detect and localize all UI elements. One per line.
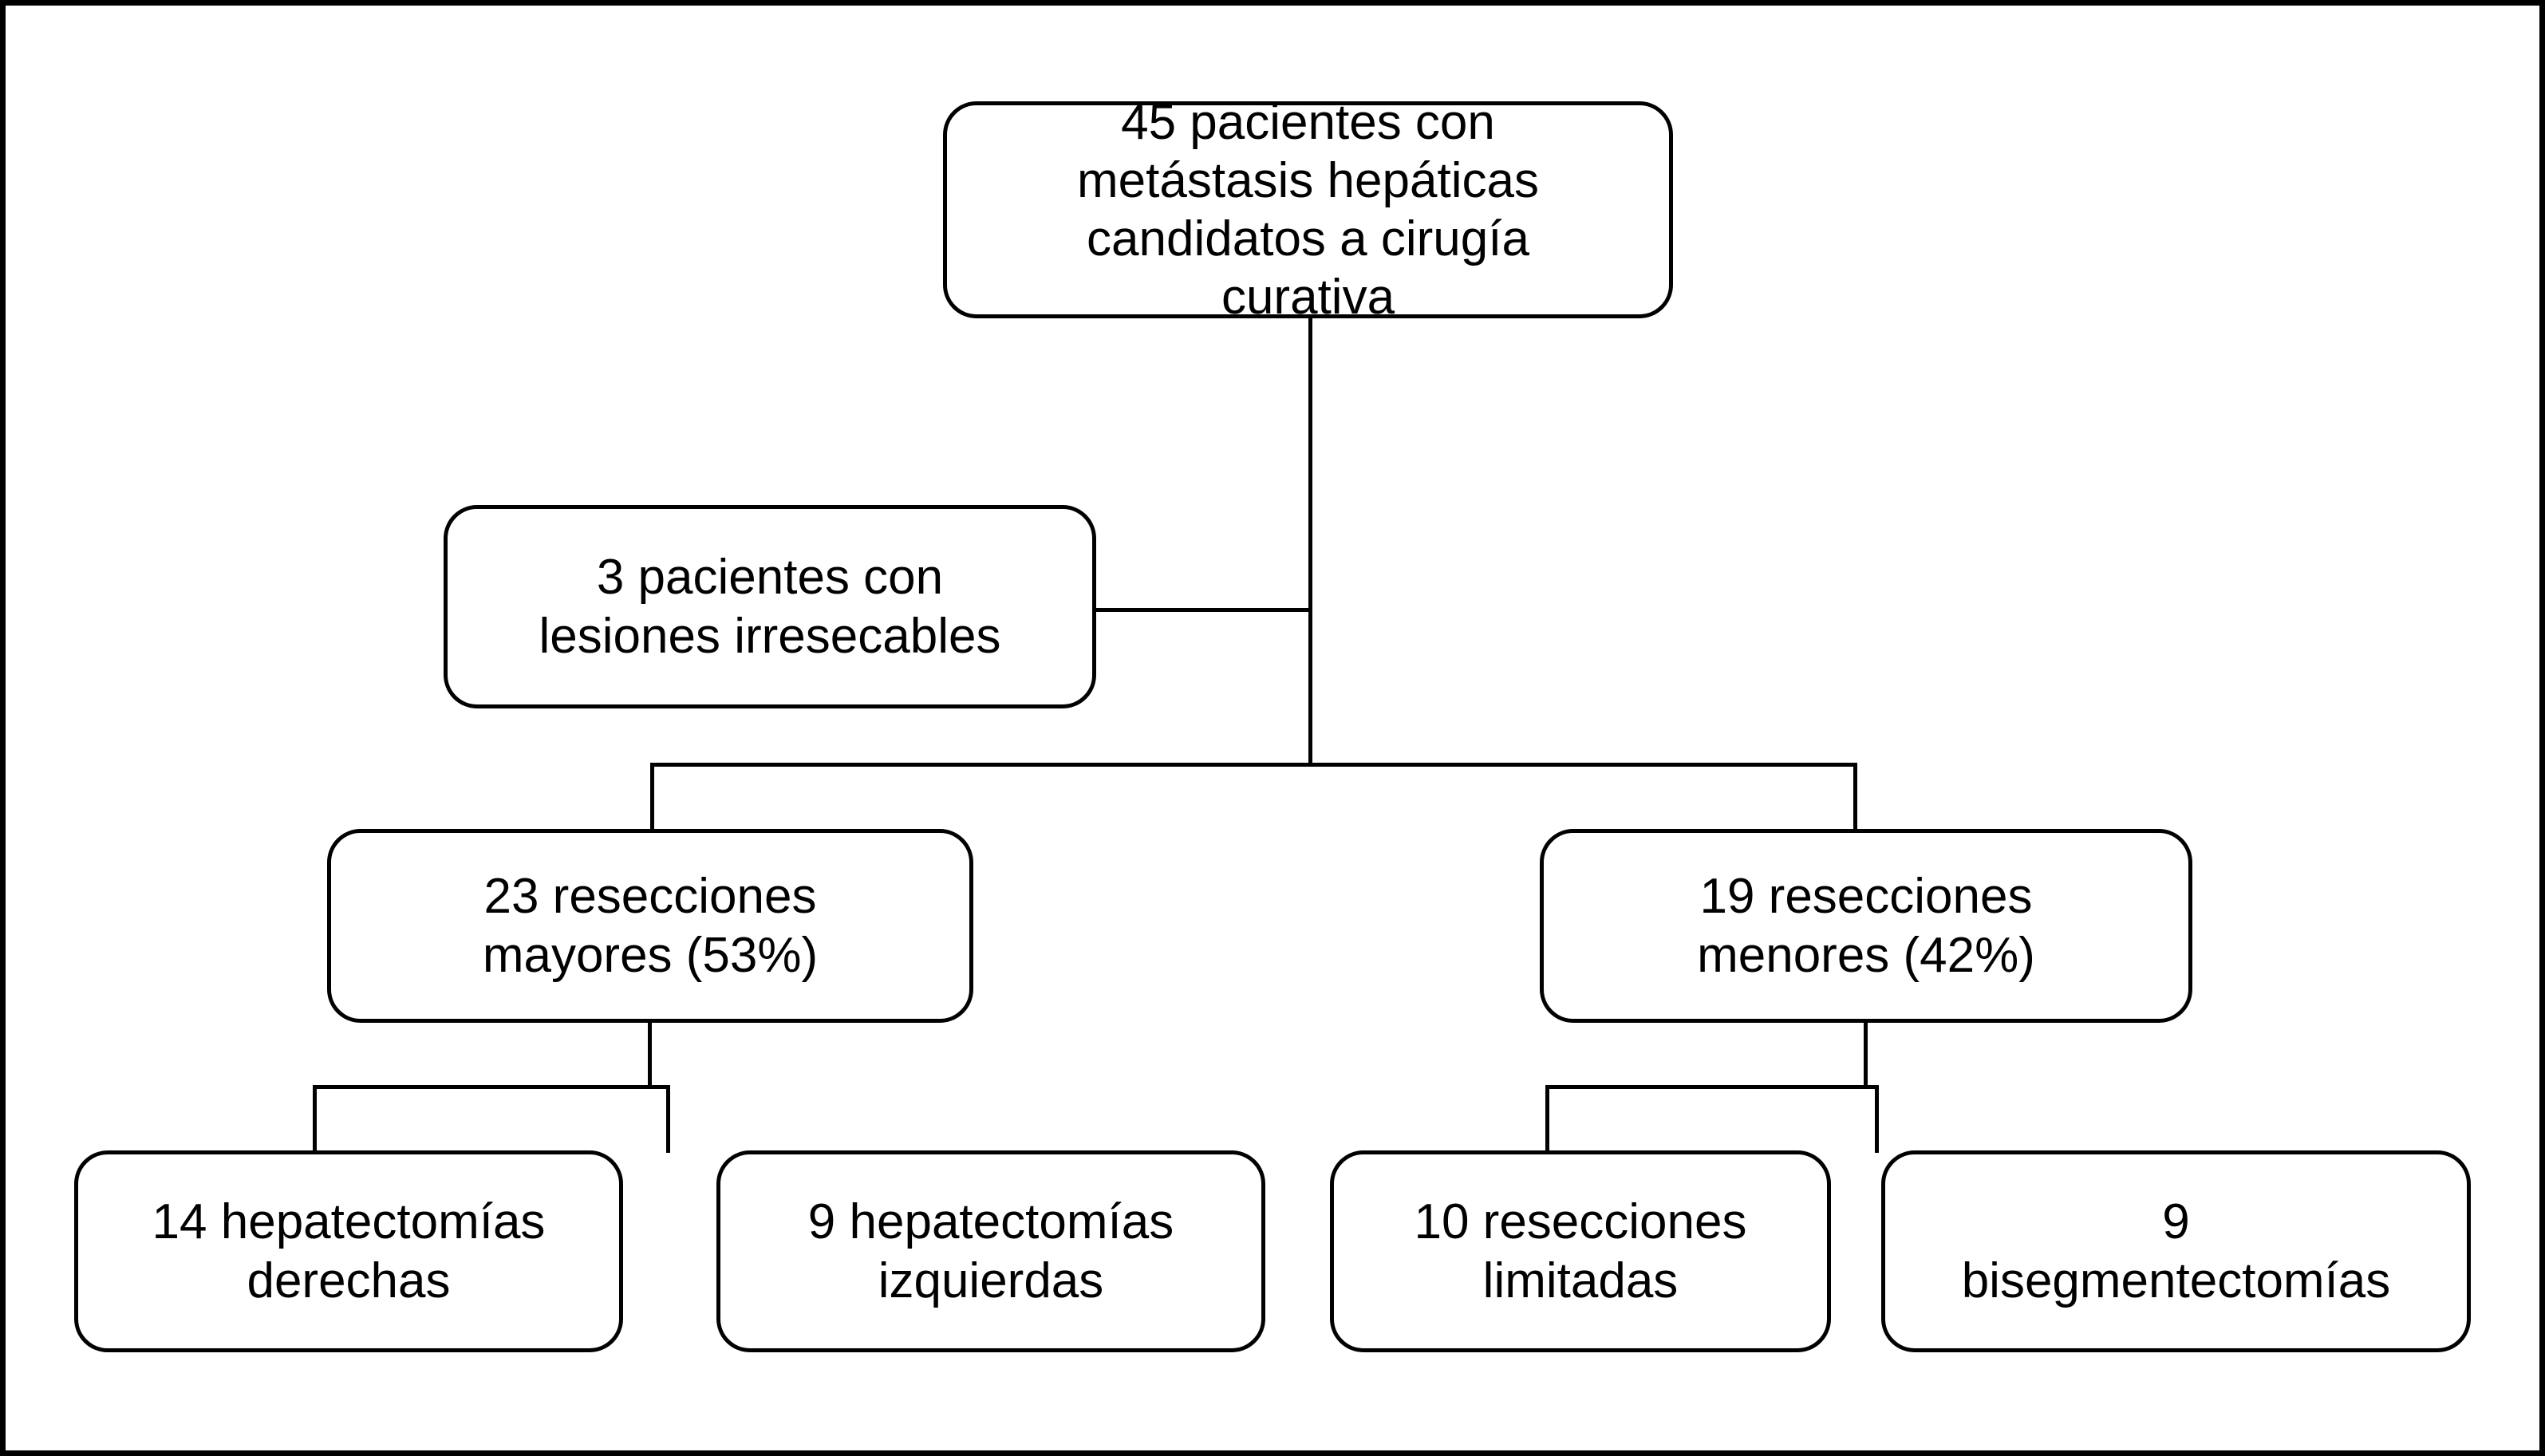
- node-bisegmentectomies-label: 9 bisegmentectomías: [1961, 1194, 2391, 1308]
- node-major-resections: 23 resecciones mayores (53%): [327, 829, 973, 1023]
- node-minor-resections: 19 resecciones menores (42%): [1540, 829, 2192, 1023]
- node-bisegmentectomies: 9 bisegmentectomías: [1881, 1150, 2471, 1352]
- node-root-patients: 45 pacientes con metástasis hepáticas ca…: [943, 95, 1673, 325]
- connector-minor-split-bar: [1545, 1085, 1879, 1089]
- connector-root-split-bar: [650, 763, 1857, 767]
- connector-major-to-right-hepatectomy: [313, 1085, 317, 1153]
- node-root-label: 45 pacientes con metástasis hepáticas ca…: [1077, 94, 1539, 326]
- connector-major-trunk: [648, 1023, 652, 1088]
- connector-root-to-major: [650, 763, 654, 831]
- node-right-hepatectomies-label: 14 hepatectomías derechas: [152, 1194, 546, 1308]
- node-limited-resections: 10 resecciones limitadas: [1330, 1150, 1831, 1352]
- connector-minor-trunk: [1864, 1023, 1868, 1088]
- node-left-hepatectomies-label: 9 hepatectomías izquierdas: [807, 1194, 1174, 1308]
- connector-major-split-bar: [313, 1085, 670, 1089]
- connector-minor-to-limited-resection: [1545, 1085, 1549, 1153]
- connector-root-to-unresectable: [1096, 608, 1312, 612]
- node-left-hepatectomies: 9 hepatectomías izquierdas: [716, 1150, 1265, 1352]
- connector-major-to-left-hepatectomy: [666, 1085, 670, 1153]
- node-minor-label: 19 resecciones menores (42%): [1697, 869, 2035, 983]
- node-unresectable-patients: 3 pacientes con lesiones irresecables: [444, 505, 1096, 708]
- node-limited-resections-label: 10 resecciones limitadas: [1414, 1194, 1747, 1308]
- connector-root-to-minor: [1853, 763, 1857, 831]
- node-major-label: 23 resecciones mayores (53%): [482, 869, 819, 983]
- connector-minor-to-bisegmentectomy: [1875, 1085, 1879, 1153]
- node-unresectable-label: 3 pacientes con lesiones irresecables: [539, 550, 1001, 664]
- connector-root-trunk: [1308, 318, 1312, 767]
- node-right-hepatectomies: 14 hepatectomías derechas: [74, 1150, 623, 1352]
